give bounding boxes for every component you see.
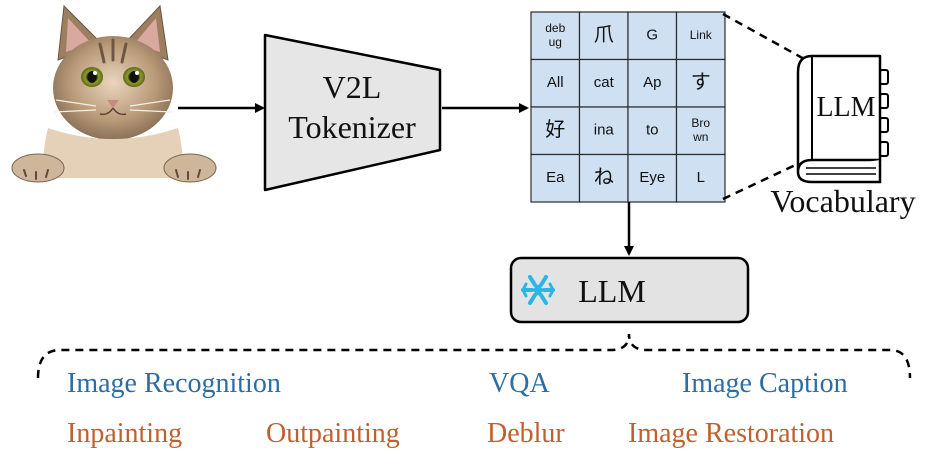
- token-cell: す: [675, 58, 726, 108]
- book-icon: LLM: [796, 54, 889, 184]
- dashed-connector-top: [722, 12, 807, 62]
- token-cell: G: [627, 11, 678, 61]
- task-image-recognition: Image Recognition: [67, 368, 281, 399]
- token-cell: All: [530, 58, 581, 108]
- llm-label: LLM: [578, 273, 646, 309]
- token-text: Ap: [643, 74, 661, 91]
- token-text: cat: [594, 74, 615, 91]
- token-text: 好: [545, 118, 565, 141]
- token-text: ug: [549, 35, 562, 49]
- token-text: Bro: [691, 116, 710, 130]
- token-text: G: [646, 27, 658, 44]
- vocabulary-label: Vocabulary: [770, 183, 915, 219]
- token-cell: 爪: [578, 11, 629, 61]
- snowflake-icon: [521, 275, 555, 305]
- token-text: deb: [545, 21, 565, 35]
- token-cell: 好: [530, 106, 581, 156]
- dashed-bracket: [36, 333, 912, 379]
- token-cell: ね: [578, 153, 629, 203]
- tokenizer-title: V2L: [323, 69, 382, 105]
- token-text: to: [646, 122, 659, 139]
- token-text: Eye: [639, 169, 665, 186]
- token-text: All: [547, 74, 564, 91]
- token-text: す: [691, 72, 711, 94]
- token-cell: Ea: [530, 153, 581, 203]
- token-cell: cat: [578, 58, 629, 108]
- token-cell: L: [675, 153, 726, 203]
- task-image-caption: Image Caption: [682, 368, 848, 399]
- token-cell: Eye: [627, 153, 678, 203]
- token-text: Link: [690, 28, 713, 42]
- task-vqa: VQA: [489, 368, 550, 399]
- task-outpainting: Outpainting: [266, 418, 400, 449]
- token-cell: Link: [675, 11, 726, 61]
- task-image-restoration: Image Restoration: [628, 418, 835, 449]
- token-text: ina: [594, 122, 615, 139]
- token-cell: to: [627, 106, 678, 156]
- task-deblur: Deblur: [487, 418, 565, 449]
- token-text: L: [697, 169, 705, 186]
- token-text: ね: [594, 167, 614, 189]
- dashed-connector-bottom: [722, 158, 807, 201]
- tokenizer-subtitle: Tokenizer: [288, 109, 416, 145]
- token-text: Ea: [546, 169, 565, 186]
- token-cell: Ap: [627, 58, 678, 108]
- cat-image: [11, 4, 217, 183]
- token-text: wn: [692, 130, 708, 144]
- token-text: 爪: [594, 24, 614, 46]
- token-cell: ina: [578, 106, 629, 156]
- book-label: LLM: [816, 92, 875, 123]
- v2l-tokenizer: V2L Tokenizer: [263, 33, 442, 192]
- llm-box: LLM: [509, 256, 750, 324]
- task-inpainting: Inpainting: [67, 418, 183, 449]
